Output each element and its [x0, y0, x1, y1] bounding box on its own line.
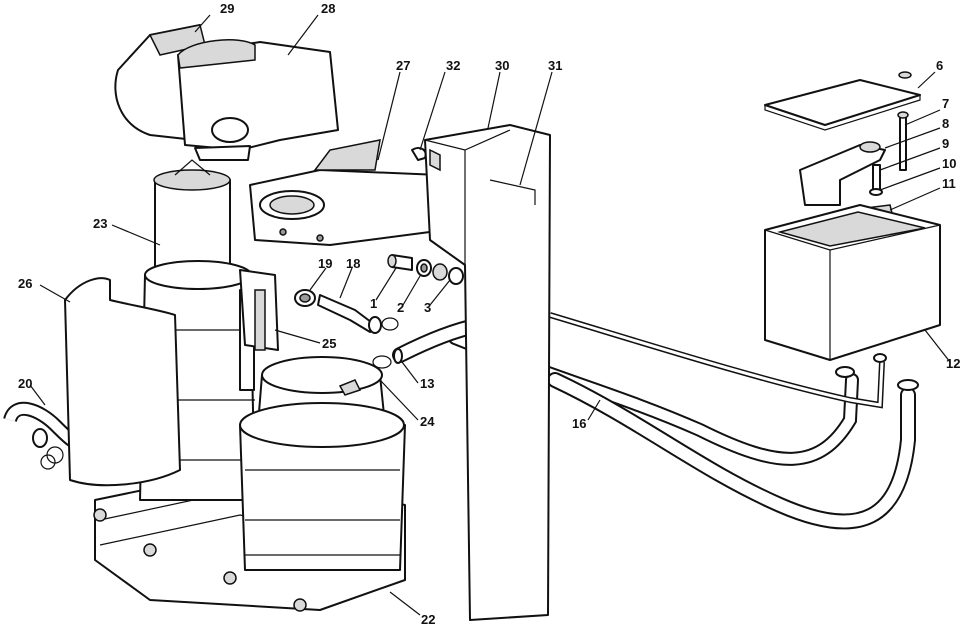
part-8-cap — [799, 141, 886, 206]
callout-2: 2 — [397, 300, 404, 315]
callout-32: 32 — [446, 58, 460, 73]
callout-24: 24 — [420, 414, 435, 429]
callout-10: 10 — [942, 156, 956, 171]
part-31-rod — [489, 179, 536, 205]
callout-labels: 29 28 27 32 30 31 6 7 8 9 10 11 12 23 26… — [18, 1, 960, 627]
callout-28: 28 — [321, 1, 335, 16]
callout-8: 8 — [942, 116, 949, 131]
callout-12: 12 — [946, 356, 960, 371]
callout-30: 30 — [495, 58, 509, 73]
callout-22: 22 — [421, 612, 435, 627]
part-24-filter-element — [239, 356, 406, 571]
part-9-screw — [872, 164, 881, 191]
callout-20: 20 — [18, 376, 32, 391]
part-12-tank — [764, 204, 941, 391]
callout-25: 25 — [322, 336, 336, 351]
part-6-lid-plate — [764, 71, 921, 131]
part-30-upright-post — [424, 124, 551, 621]
callout-13: 13 — [420, 376, 434, 391]
part-18-elbow-fitting — [317, 294, 399, 334]
callout-7: 7 — [942, 96, 949, 111]
callout-16: 16 — [572, 416, 586, 431]
part-32-clip — [411, 147, 427, 161]
part-10-washer — [869, 188, 883, 196]
part-19-grommet — [294, 289, 316, 307]
callout-26: 26 — [18, 276, 32, 291]
part-2-washer — [416, 259, 432, 277]
leader-lines — [29, 14, 951, 616]
part-1-fitting — [387, 254, 413, 271]
callout-9: 9 — [942, 136, 949, 151]
callout-11: 11 — [942, 176, 956, 191]
callout-1: 1 — [370, 296, 377, 311]
callout-3: 3 — [424, 300, 431, 315]
part-7-bolt — [897, 111, 909, 171]
part-28-air-box — [177, 39, 339, 161]
callout-29: 29 — [220, 1, 234, 16]
callout-6: 6 — [936, 58, 943, 73]
part-3-nut — [432, 263, 464, 285]
part-27-bracket — [249, 139, 446, 246]
part-25-clamp-bracket — [239, 269, 279, 351]
part-26-filter-shield — [64, 277, 181, 487]
callout-27: 27 — [396, 58, 410, 73]
callout-19: 19 — [318, 256, 332, 271]
callout-31: 31 — [548, 58, 562, 73]
callout-23: 23 — [93, 216, 107, 231]
callout-18: 18 — [346, 256, 360, 271]
